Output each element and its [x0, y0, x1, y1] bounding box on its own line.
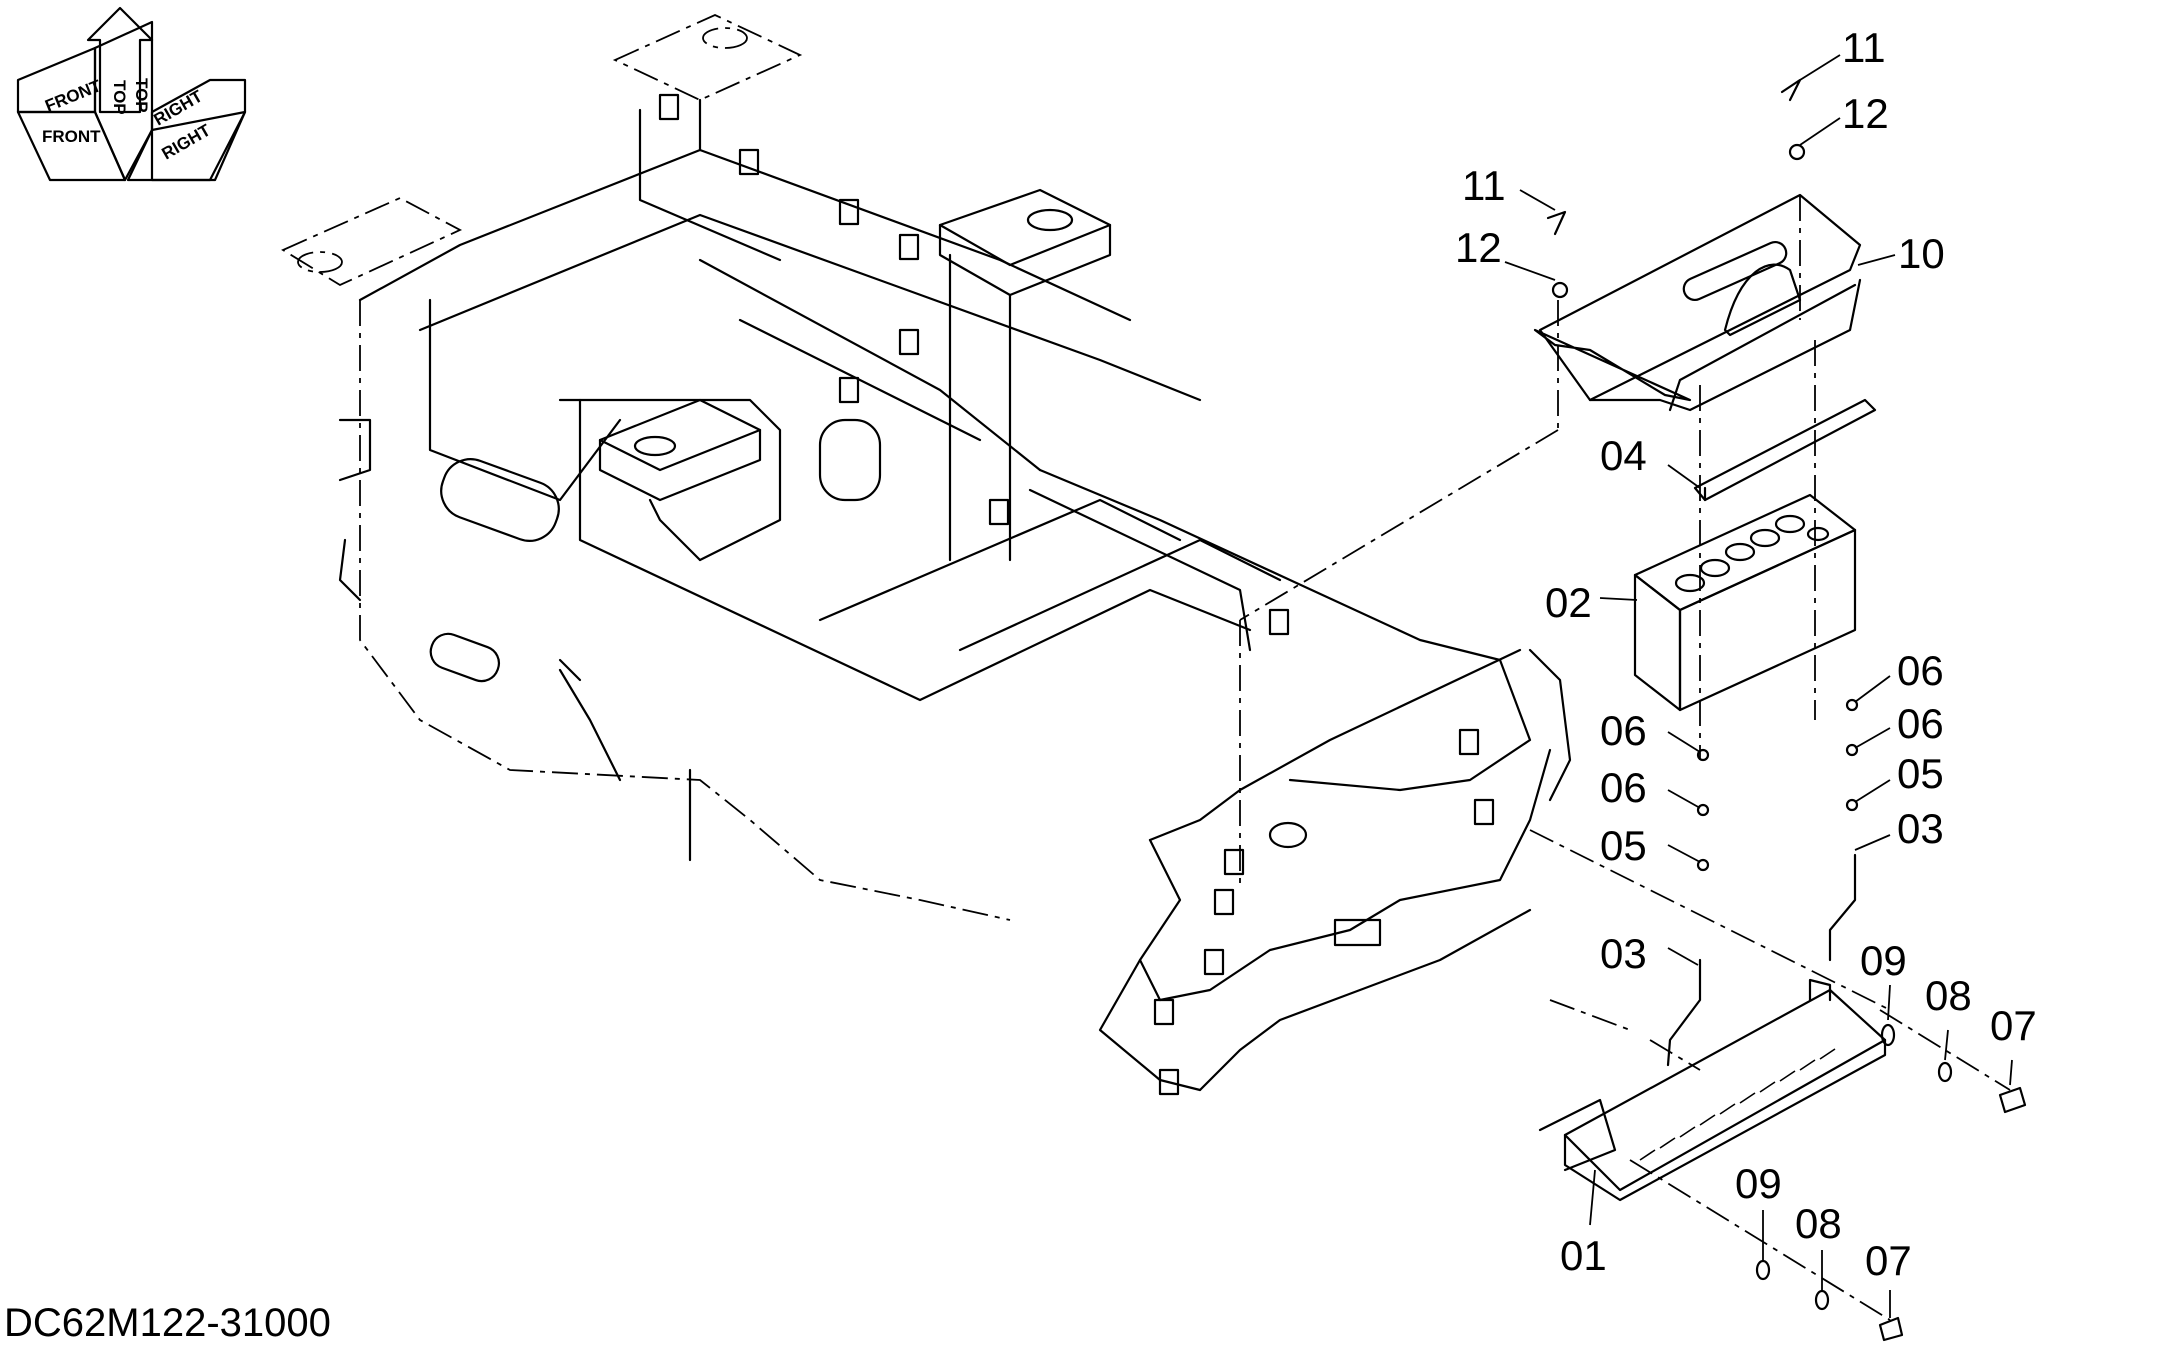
- tractor-frame: [281, 14, 1572, 1096]
- callout-04: 04: [1600, 432, 1647, 479]
- label-right-top: RIGHT: [151, 86, 207, 129]
- hold-down-bar: [1693, 398, 1877, 502]
- callout-10: 10: [1898, 230, 1945, 277]
- callout-08-right: 08: [1925, 972, 1972, 1019]
- callout-05-left: 05: [1600, 822, 1647, 869]
- label-front-side: FRONT: [42, 127, 101, 146]
- callout-09-bottom: 09: [1735, 1160, 1782, 1207]
- callout-06-l2: 06: [1600, 764, 1647, 811]
- callout-11-top: 11: [1842, 24, 1886, 71]
- callout-06-r1: 06: [1897, 647, 1944, 694]
- callout-07-right: 07: [1990, 1002, 2037, 1049]
- orientation-arrows-icon: FRONT FRONT TOP TOP RIGHT RIGHT: [16, 6, 247, 182]
- callout-11-left: 11: [1462, 162, 1506, 209]
- callouts: 11 12 11 12 10 04 02 06 06 06 06 05 05 0…: [1455, 24, 2037, 1318]
- battery: [1633, 493, 1857, 712]
- callout-01: 01: [1560, 1232, 1607, 1279]
- battery-tray: [1538, 978, 1887, 1202]
- label-top-a: TOP: [110, 80, 129, 115]
- assembly-lines: [1239, 195, 2011, 1321]
- callout-12-left: 12: [1455, 224, 1502, 271]
- callout-09-right: 09: [1860, 937, 1907, 984]
- drawing-code: DC62M122-31000: [4, 1301, 331, 1345]
- callout-05-right: 05: [1897, 750, 1944, 797]
- callout-03-left: 03: [1600, 930, 1647, 977]
- battery-cover: [1533, 193, 1862, 412]
- callout-12-top: 12: [1842, 90, 1889, 137]
- hook-bolts: [1666, 853, 1857, 1067]
- callout-07-bottom: 07: [1865, 1237, 1912, 1284]
- label-top-b: TOP: [132, 78, 151, 113]
- hardware: [1546, 78, 2027, 1342]
- callout-06-r2: 06: [1897, 700, 1944, 747]
- callout-08-bottom: 08: [1795, 1200, 1842, 1247]
- callout-02: 02: [1545, 579, 1592, 626]
- callout-03-right: 03: [1897, 805, 1944, 852]
- callout-06-l1: 06: [1600, 707, 1647, 754]
